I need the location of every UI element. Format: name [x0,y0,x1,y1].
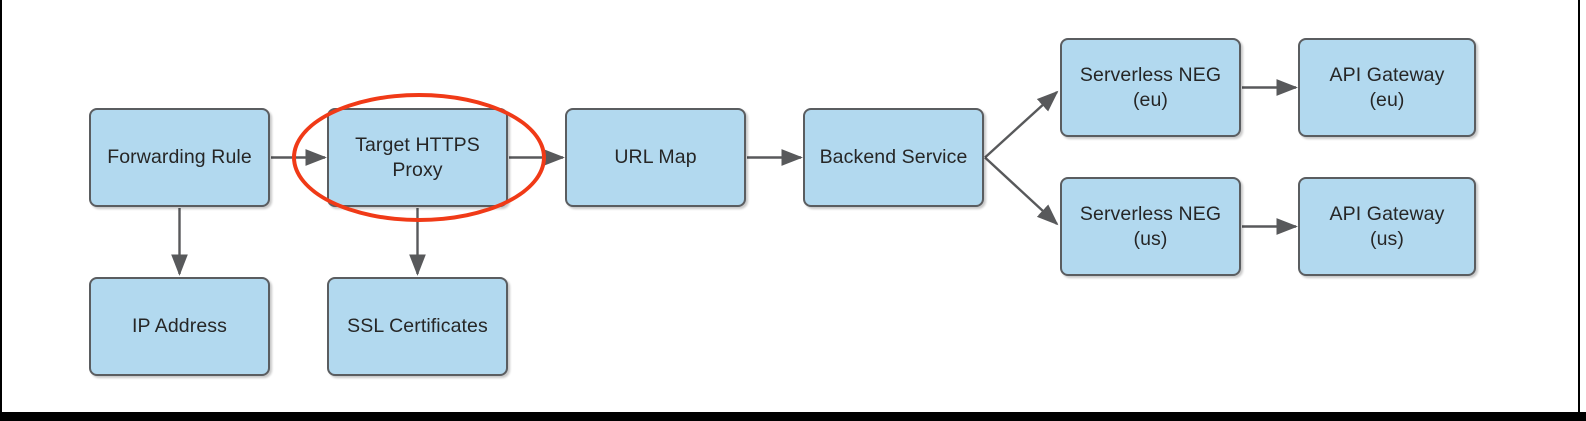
highlight-ellipse-target-https-proxy [292,93,546,222]
edge-backend-service-to-serverless-neg-eu [984,90,1059,159]
node-url-map[interactable]: URL Map [565,108,746,207]
node-api-gateway-eu[interactable]: API Gateway (eu) [1298,38,1476,137]
node-backend-service[interactable]: Backend Service [803,108,984,207]
page-border-bottom [0,412,1586,421]
node-ip-address[interactable]: IP Address [89,277,270,376]
edge-backend-service-to-serverless-neg-us [984,156,1059,226]
node-api-gateway-us[interactable]: API Gateway (us) [1298,177,1476,276]
page-border-left [0,0,2,421]
node-ssl-certificates[interactable]: SSL Certificates [327,277,508,376]
node-forwarding-rule[interactable]: Forwarding Rule [89,108,270,207]
page-border-right [1578,0,1580,421]
node-serverless-neg-us[interactable]: Serverless NEG (us) [1060,177,1241,276]
node-serverless-neg-eu[interactable]: Serverless NEG (eu) [1060,38,1241,137]
